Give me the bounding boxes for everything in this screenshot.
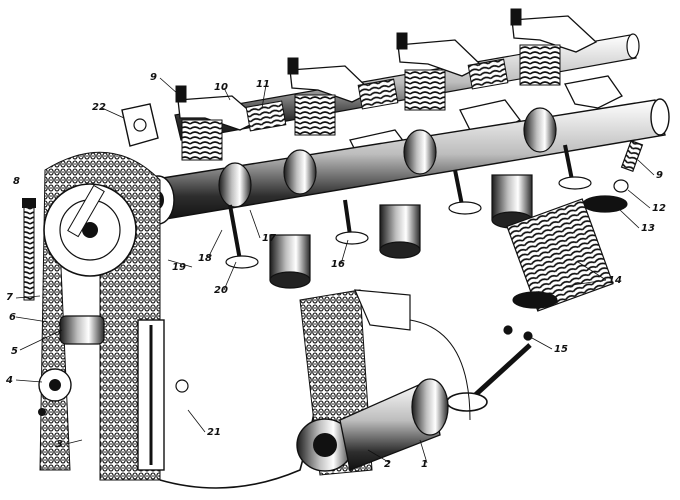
callout-1: 1 [421,459,428,470]
callout-4: 4 [5,375,13,386]
detail-inset [159,289,471,489]
callout-7: 7 [6,292,13,303]
callout-3: 3 [56,439,63,450]
rocker-shaft-springs [245,58,509,132]
adjusting-screws [175,8,522,103]
callout-6: 6 [9,312,16,323]
callout-22: 22 [92,102,106,113]
tappets-and-valves [225,144,592,289]
callout-10: 10 [214,82,228,93]
callout-9-top: 9 [150,72,157,83]
callout-2: 2 [384,459,391,470]
gasket [121,103,159,147]
callout-9-right: 9 [656,170,663,181]
callout-5: 5 [11,346,18,357]
callout-20: 20 [214,285,228,296]
camshaft [149,98,670,221]
callout-12: 12 [652,203,666,214]
callout-17: 17 [262,233,276,244]
leader-lines [15,77,655,464]
callout-labels: 1 2 3 4 5 6 7 8 9 9 10 11 12 13 14 15 16… [5,72,666,470]
callout-11: 11 [256,79,270,90]
callout-19: 19 [172,262,186,273]
callout-8: 8 [13,176,20,187]
valve-spring-row [181,44,561,161]
callout-14: 14 [608,275,622,286]
callout-16: 16 [331,259,345,270]
callout-21: 21 [207,427,221,438]
rocker-arms [177,15,623,166]
callout-13: 13 [641,223,655,234]
callout-15: 15 [554,344,568,355]
callout-18: 18 [198,253,212,264]
